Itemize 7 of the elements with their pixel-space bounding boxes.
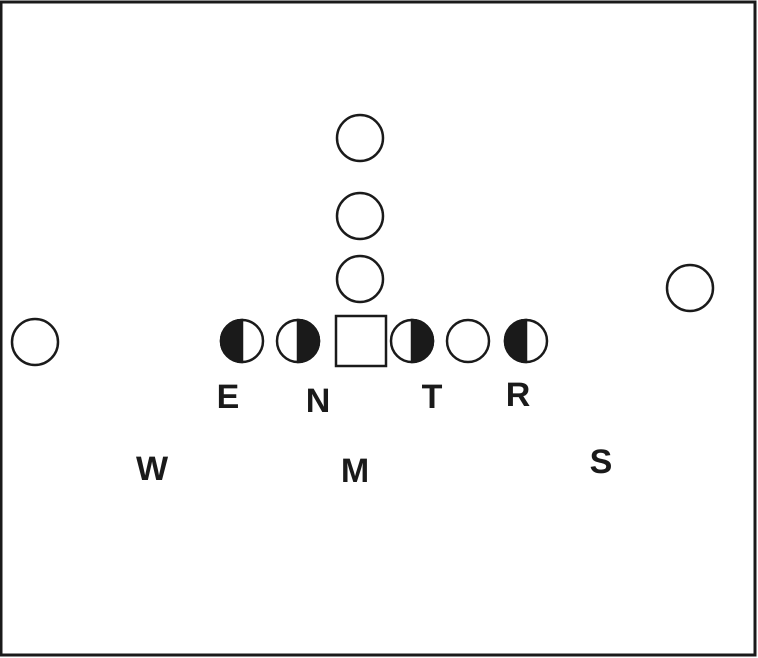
- position-letter: T: [422, 380, 442, 414]
- position-letter: S: [590, 445, 612, 479]
- position-letter: R: [506, 378, 530, 412]
- position-letter: E: [216, 380, 240, 414]
- position-letter: M: [340, 454, 370, 488]
- position-letter: N: [306, 384, 330, 418]
- position-letter: W: [136, 452, 168, 486]
